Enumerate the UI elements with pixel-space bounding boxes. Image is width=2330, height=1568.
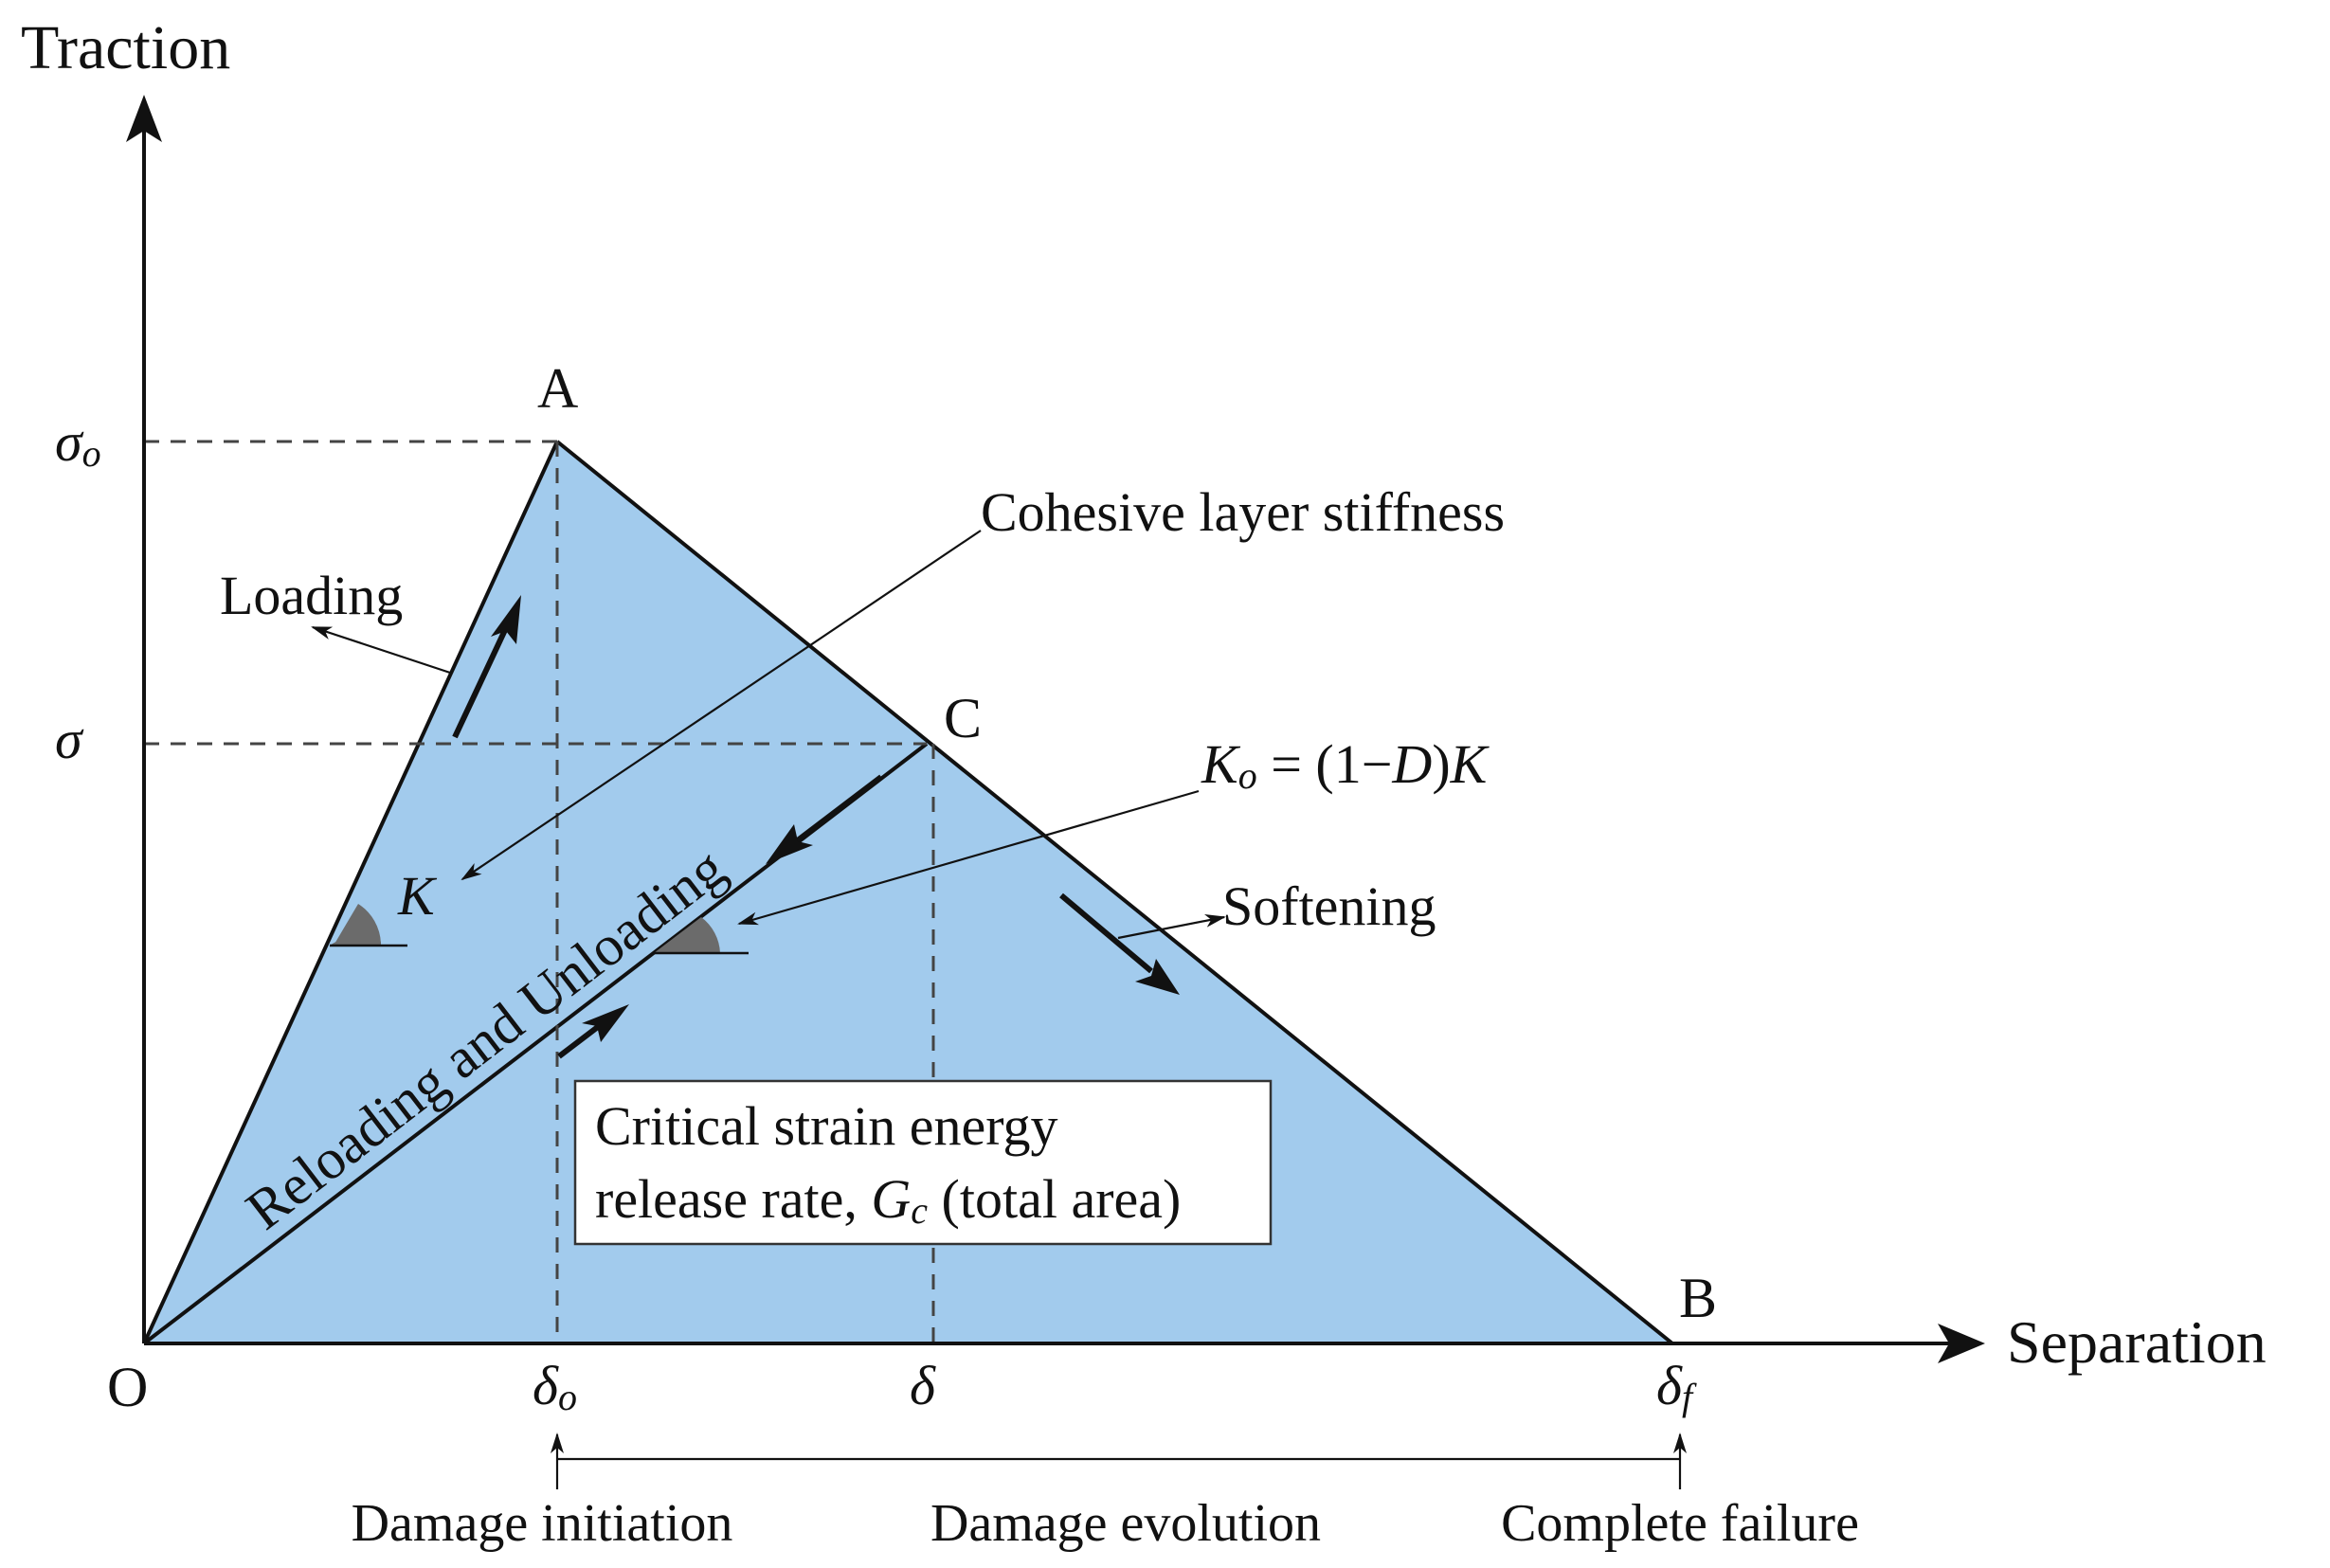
unloading-direction-arrow [785, 774, 883, 852]
sigma0-tick: σo [55, 411, 101, 475]
energy-box-line1: Critical strain energy [595, 1095, 1058, 1157]
y-axis-arrowhead [126, 95, 162, 142]
stiffness-annotation: Cohesive layer stiffness [981, 481, 1505, 543]
leader-stiffness [461, 530, 982, 881]
stage-initiation: Damage initiation [352, 1494, 733, 1553]
dashed-guides [144, 440, 935, 1343]
reloading-arrowhead [582, 1004, 629, 1042]
k-annotation: K [397, 865, 438, 927]
k0-annotation: Ko = (1−D)K [1201, 733, 1490, 797]
point-c-label: C [944, 687, 982, 749]
origin-label: O [107, 1356, 148, 1418]
softening-annotation: Softening [1222, 875, 1436, 937]
point-a-label: A [537, 357, 578, 420]
deltaf-tick: δf [1656, 1355, 1697, 1418]
x-axis-label: Separation [2007, 1308, 2267, 1376]
delta-tick: δ [910, 1355, 936, 1416]
stage-failure: Complete failure [1501, 1494, 1859, 1553]
y-axis-label: Traction [21, 13, 230, 82]
energy-box [573, 1079, 1273, 1246]
loading-edge-OA [142, 441, 559, 1344]
slope-arc-k0 [654, 917, 720, 953]
delta0-tick: δo [533, 1355, 577, 1418]
leader-k0 [737, 789, 1200, 926]
point-b-label: B [1679, 1267, 1717, 1329]
stage-evolution: Damage evolution [930, 1494, 1321, 1553]
loading-arrowhead [491, 595, 521, 644]
energy-area-triangle [144, 442, 1672, 1343]
softening-direction-arrow [1059, 892, 1153, 974]
unloading-arrowhead [766, 824, 813, 864]
softening-arrowhead [1135, 959, 1180, 995]
x-axis-arrowhead [1938, 1324, 1985, 1363]
softening-edge-AB [555, 440, 1674, 1345]
loading-annotation: Loading [220, 565, 403, 626]
sigma-tick: σ [55, 709, 84, 770]
energy-box-line2: release rate, Gc (total area) [595, 1168, 1181, 1232]
leader-softening [1117, 913, 1226, 940]
loading-direction-arrow [452, 614, 515, 739]
slope-arc-k [334, 904, 381, 946]
leader-loading [311, 625, 451, 675]
